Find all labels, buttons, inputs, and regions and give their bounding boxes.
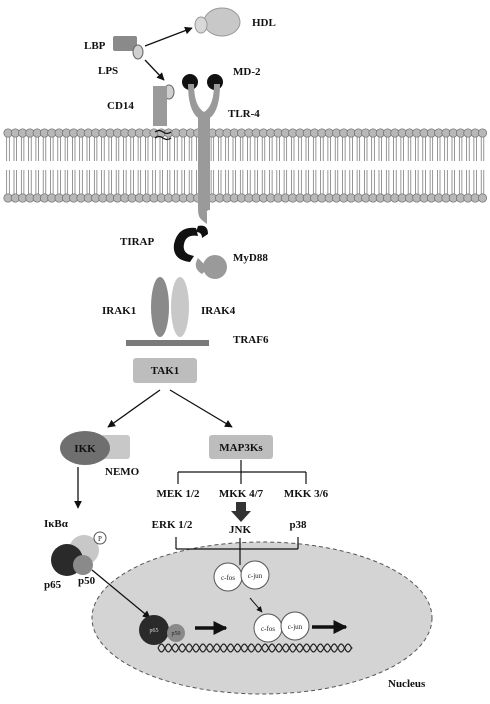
traf6-bar: [126, 340, 209, 346]
p65-label: p65: [44, 579, 62, 591]
map3ks-label: MAP3Ks: [219, 442, 263, 454]
lps-label: LPS: [98, 65, 118, 77]
hdl-particle: [203, 7, 241, 37]
tlr4-label: TLR-4: [228, 108, 260, 120]
md2-label: MD-2: [233, 66, 261, 78]
p50-label: p50: [78, 575, 96, 587]
cfos-label: c-fos: [221, 574, 235, 582]
tak1-to-ikk-arrow: [107, 389, 161, 428]
nemo-label: NEMO: [105, 466, 140, 478]
lipid-head: [477, 193, 488, 203]
irak1-label: IRAK1: [102, 305, 136, 317]
mek12-label: MEK 1/2: [156, 488, 200, 500]
myd88-tail: [195, 258, 208, 274]
erk12-label: ERK 1/2: [152, 519, 193, 531]
lbp-to-hdl-arrow: [144, 26, 193, 47]
tirap-upper: [196, 225, 208, 238]
cell-membrane: [3, 128, 488, 203]
lbp-protein: [113, 36, 137, 51]
traf6-label: TRAF6: [233, 334, 269, 346]
tirap-label: TIRAP: [120, 236, 155, 248]
phospho-group: [93, 531, 107, 545]
tirap-adaptor: [173, 227, 198, 262]
p38-label: p38: [289, 519, 307, 531]
nuc-p65-label: p65: [150, 628, 159, 634]
nuc-cjun-factor: [280, 611, 310, 641]
tlr4-receptor: [188, 84, 220, 224]
map3ks-box: [209, 435, 273, 459]
lps-to-md2-arrow: [144, 59, 165, 81]
lbp-label: LBP: [84, 40, 106, 52]
map3k-branch-connector: [177, 460, 307, 484]
myd88-adaptor: [203, 255, 227, 279]
mapk-bracket: [175, 537, 299, 565]
phospho-label: P: [98, 535, 102, 543]
nuc-p50-subunit: [167, 624, 185, 642]
nuc-cfos-label: c-fos: [261, 625, 275, 633]
tak1-label: TAK1: [151, 365, 180, 377]
tak1-to-map3k-arrow: [169, 389, 233, 428]
tak1-box: [133, 358, 197, 383]
hdl-small: [194, 16, 208, 34]
dna-strand: [157, 643, 353, 653]
ikba-label: IκBα: [44, 518, 69, 530]
irak1-kinase: [151, 277, 169, 337]
cjun-label: c-jun: [248, 572, 263, 580]
nuc-p50-label: p50: [172, 631, 181, 637]
nuc-cjun-label: c-jun: [288, 623, 303, 631]
ikk-complex: [60, 431, 110, 465]
jnk-label: JNK: [229, 524, 251, 536]
p50-subunit: [73, 555, 93, 575]
lipid-head: [477, 128, 488, 138]
mkk47-label: MKK 4/7: [219, 488, 264, 500]
nuc-p65-subunit: [139, 615, 169, 645]
nucleus-label: Nucleus: [388, 678, 426, 690]
cjun-factor: [240, 560, 270, 590]
mkk36-label: MKK 3/6: [284, 488, 329, 500]
hdl-label: HDL: [252, 17, 276, 29]
irak4-label: IRAK4: [201, 305, 236, 317]
myd88-label: MyD88: [233, 252, 268, 264]
mkk-to-jnk-arrow: [231, 502, 251, 522]
cd14-anchor: [154, 129, 172, 141]
cd14-label: CD14: [107, 100, 134, 112]
lps-molecule: [132, 44, 144, 60]
nfkb-to-nucleus-arrow: [91, 569, 151, 619]
ap1-to-dna-arrow: [249, 597, 263, 613]
cd14-receptor: [153, 86, 167, 126]
ikk-label: IKK: [74, 443, 96, 455]
irak4-kinase: [171, 277, 189, 337]
